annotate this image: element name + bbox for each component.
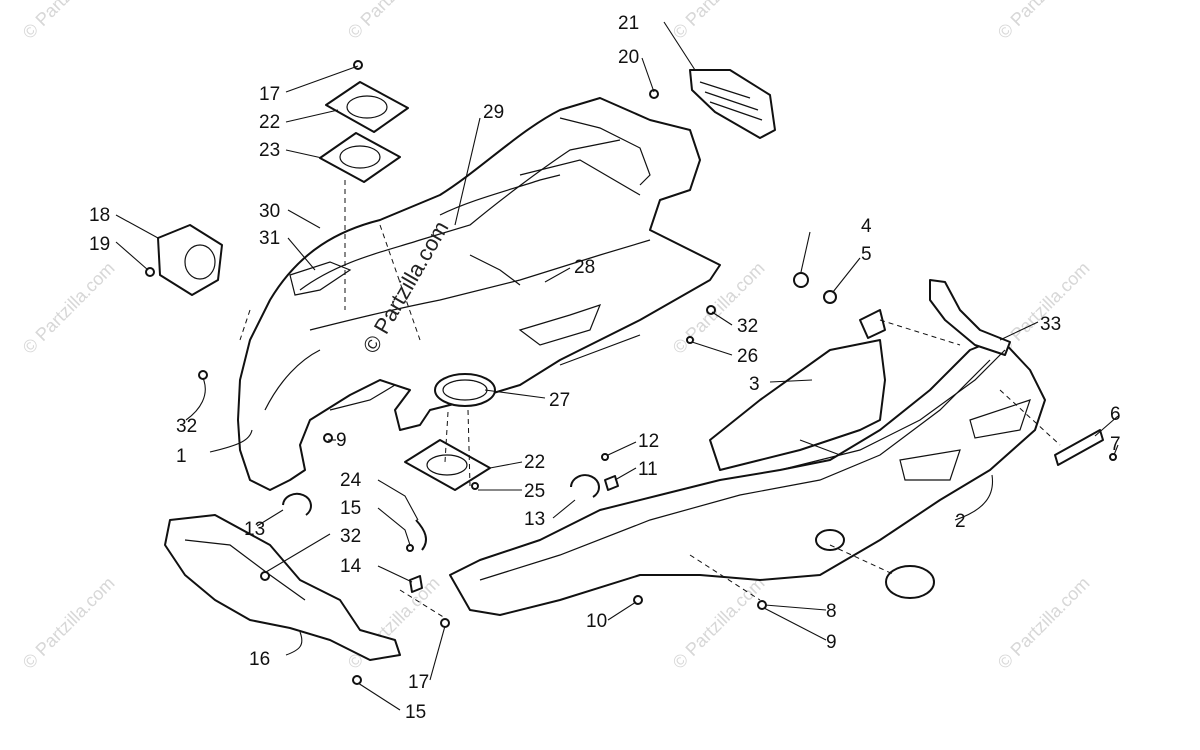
watermark: © Partzilla.com xyxy=(344,573,444,673)
callout-26: 26 xyxy=(737,346,758,367)
callout-18: 18 xyxy=(89,205,110,226)
callout-labels: 1 2 3 4 5 6 7 8 9 9 10 11 12 13 13 14 15… xyxy=(89,13,1121,723)
callout-15: 15 xyxy=(405,702,426,723)
callout-11: 11 xyxy=(638,459,658,480)
watermark: © Partzilla.com xyxy=(994,0,1094,43)
callout-9: 9 xyxy=(336,430,347,451)
callout-8: 8 xyxy=(826,601,837,622)
callout-32: 32 xyxy=(737,316,758,337)
callout-13: 13 xyxy=(244,519,265,540)
watermark: © Partzilla.com xyxy=(669,0,769,43)
callout-4: 4 xyxy=(861,216,872,237)
callout-32: 32 xyxy=(340,526,361,547)
front-cover-part xyxy=(157,224,223,296)
callout-31: 31 xyxy=(259,228,280,249)
callout-21: 21 xyxy=(618,13,639,34)
callout-9: 9 xyxy=(826,632,837,653)
leader-lines xyxy=(115,21,1119,711)
hardware-parts xyxy=(145,60,1117,685)
callout-2: 2 xyxy=(955,511,966,532)
callout-14: 14 xyxy=(340,556,362,577)
vent-grille-part xyxy=(689,69,776,139)
watermark: © Partzilla.com xyxy=(669,573,769,673)
callout-25: 25 xyxy=(524,481,545,502)
watermark: © Partzilla.com xyxy=(19,573,119,673)
callout-5: 5 xyxy=(861,244,872,265)
callout-15: 15 xyxy=(340,498,361,519)
alignment-lines xyxy=(239,180,1061,619)
callout-17: 17 xyxy=(259,84,280,105)
callout-17: 17 xyxy=(408,672,429,693)
callout-7: 7 xyxy=(1110,434,1121,455)
callout-27: 27 xyxy=(549,390,570,411)
callout-1: 1 xyxy=(176,446,187,467)
callout-6: 6 xyxy=(1110,404,1121,425)
callout-3: 3 xyxy=(749,374,760,395)
belly-pan-part xyxy=(237,97,721,491)
callout-28: 28 xyxy=(574,257,595,278)
callout-24: 24 xyxy=(340,470,362,491)
callout-16: 16 xyxy=(249,649,270,670)
callout-19: 19 xyxy=(89,234,110,255)
front-bumper-part xyxy=(164,514,401,661)
mount-plate-part xyxy=(319,81,409,183)
watermark: © Partzilla.com xyxy=(19,0,119,43)
callout-30: 30 xyxy=(259,201,280,222)
callout-32: 32 xyxy=(176,416,197,437)
side-panel-part xyxy=(449,279,1046,616)
callout-23: 23 xyxy=(259,140,280,161)
watermark: © Partzilla.com xyxy=(19,258,119,358)
callout-20: 20 xyxy=(618,47,639,68)
lower-mount-plate-part xyxy=(404,439,491,491)
callout-22: 22 xyxy=(259,112,280,133)
callout-10: 10 xyxy=(586,611,607,632)
callout-12: 12 xyxy=(638,431,659,452)
callout-13: 13 xyxy=(524,509,545,530)
callout-29: 29 xyxy=(483,102,504,123)
callout-33: 33 xyxy=(1040,314,1061,335)
watermark: © Partzilla.com xyxy=(994,573,1094,673)
watermark: © Partzilla.com xyxy=(344,0,444,43)
callout-22: 22 xyxy=(524,452,545,473)
